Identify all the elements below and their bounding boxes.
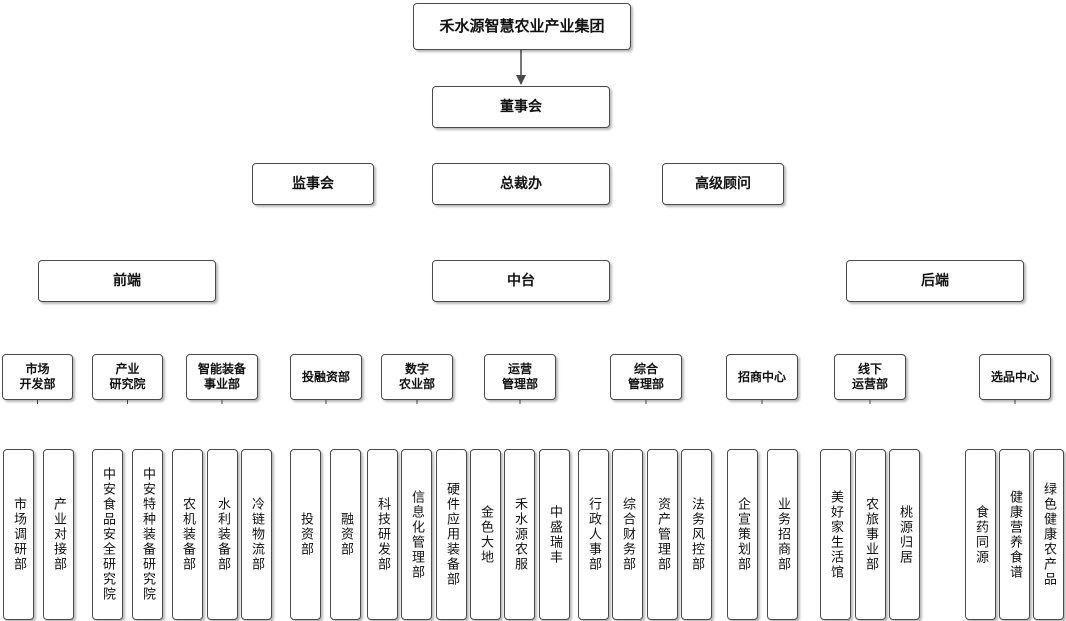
node-root: 禾水源智慧农业产业集团 [413,3,631,50]
unit-box: 美好家生活馆 [820,449,851,620]
dept-box: 投融资部 [290,354,362,400]
unit-label: 信息化管理部 [409,489,424,580]
node-segment-middle: 中台 [432,260,610,302]
unit-label: 资产管理部 [655,497,670,572]
dept-label: 产业 研究院 [109,362,146,391]
dept-box: 线下 运营部 [834,354,906,400]
unit-label: 科技研发部 [375,497,390,572]
node-supervisory-label: 监事会 [292,175,334,192]
dept-box: 产业 研究院 [92,354,163,400]
unit-label: 中盛瑞丰 [547,504,562,565]
node-segment-back-label: 后端 [921,272,949,289]
unit-box: 食药同源 [965,449,996,620]
dept-label: 运营 管理部 [501,362,538,391]
unit-label: 法务风控部 [689,497,704,572]
unit-label: 产业对接部 [51,497,66,572]
unit-label: 农旅事业部 [863,497,878,572]
unit-label: 金色大地 [478,504,493,565]
unit-label: 食药同源 [973,504,988,565]
dept-label: 市场 开发部 [19,362,56,391]
unit-label: 业务招商部 [775,497,790,572]
unit-label: 禾水源农服 [512,497,527,572]
dept-box: 招商中心 [726,354,798,400]
dept-label: 招商中心 [737,369,786,384]
unit-label: 冷链物流部 [249,497,264,572]
node-segment-front-label: 前端 [113,272,141,289]
unit-box: 市场调研部 [3,449,34,620]
dept-box: 市场 开发部 [2,354,73,400]
unit-box: 健康营养食谱 [999,449,1030,620]
unit-box: 农机装备部 [172,449,203,620]
dept-label: 投融资部 [301,369,350,384]
unit-label: 桃源归居 [897,504,912,565]
node-board-label: 董事会 [500,98,542,115]
unit-box: 中安特种装备研究院 [132,449,163,620]
dept-box: 智能装备 事业部 [186,354,258,400]
unit-label: 企宣策划部 [735,497,750,572]
node-advisor: 高级顾问 [662,163,784,205]
unit-label: 中安食品安全研究院 [100,467,115,602]
unit-box: 桃源归居 [889,449,920,620]
unit-box: 水利装备部 [207,449,238,620]
unit-label: 水利装备部 [215,497,230,572]
node-root-label: 禾水源智慧农业产业集团 [439,17,605,35]
unit-label: 绿色健康农产品 [1041,482,1056,587]
node-supervisory: 监事会 [252,163,374,205]
node-advisor-label: 高级顾问 [695,175,751,192]
unit-box: 硬件应用装备部 [436,449,467,620]
unit-label: 硬件应用装备部 [444,482,459,587]
dept-box: 综合 管理部 [610,354,682,400]
node-president-office: 总裁办 [432,163,610,205]
dept-label: 综合 管理部 [627,362,664,391]
unit-label: 行政人事部 [586,497,601,572]
unit-box: 中安食品安全研究院 [92,449,123,620]
dept-box: 运营 管理部 [484,354,556,400]
unit-box: 资产管理部 [647,449,678,620]
unit-label: 融资部 [338,512,353,557]
unit-label: 市场调研部 [11,497,26,572]
unit-box: 信息化管理部 [401,449,432,620]
unit-label: 农机装备部 [180,497,195,572]
node-segment-front: 前端 [38,260,216,302]
unit-label: 综合财务部 [620,497,635,572]
node-segment-back: 后端 [846,260,1024,302]
unit-label: 中安特种装备研究院 [140,467,155,602]
unit-box: 冷链物流部 [241,449,272,620]
unit-box: 绿色健康农产品 [1033,449,1064,620]
node-segment-middle-label: 中台 [507,272,535,289]
node-board: 董事会 [432,86,610,128]
dept-label: 线下 运营部 [851,362,888,391]
unit-box: 投资部 [290,449,321,620]
dept-box: 选品中心 [979,354,1051,400]
unit-label: 健康营养食谱 [1007,489,1022,580]
unit-box: 金色大地 [470,449,501,620]
node-president-office-label: 总裁办 [500,175,542,192]
unit-box: 禾水源农服 [504,449,535,620]
unit-box: 行政人事部 [578,449,609,620]
unit-box: 法务风控部 [681,449,712,620]
unit-label: 美好家生活馆 [828,489,843,580]
unit-box: 科技研发部 [367,449,398,620]
unit-box: 农旅事业部 [855,449,886,620]
unit-box: 业务招商部 [767,449,798,620]
dept-label: 数字 农业部 [398,362,435,391]
dept-label: 智能装备 事业部 [197,362,246,391]
unit-box: 企宣策划部 [727,449,758,620]
unit-label: 投资部 [298,512,313,557]
unit-box: 产业对接部 [43,449,74,620]
unit-box: 综合财务部 [612,449,643,620]
dept-box: 数字 农业部 [381,354,453,400]
unit-box: 中盛瑞丰 [539,449,570,620]
unit-box: 融资部 [330,449,361,620]
dept-label: 选品中心 [990,369,1039,384]
